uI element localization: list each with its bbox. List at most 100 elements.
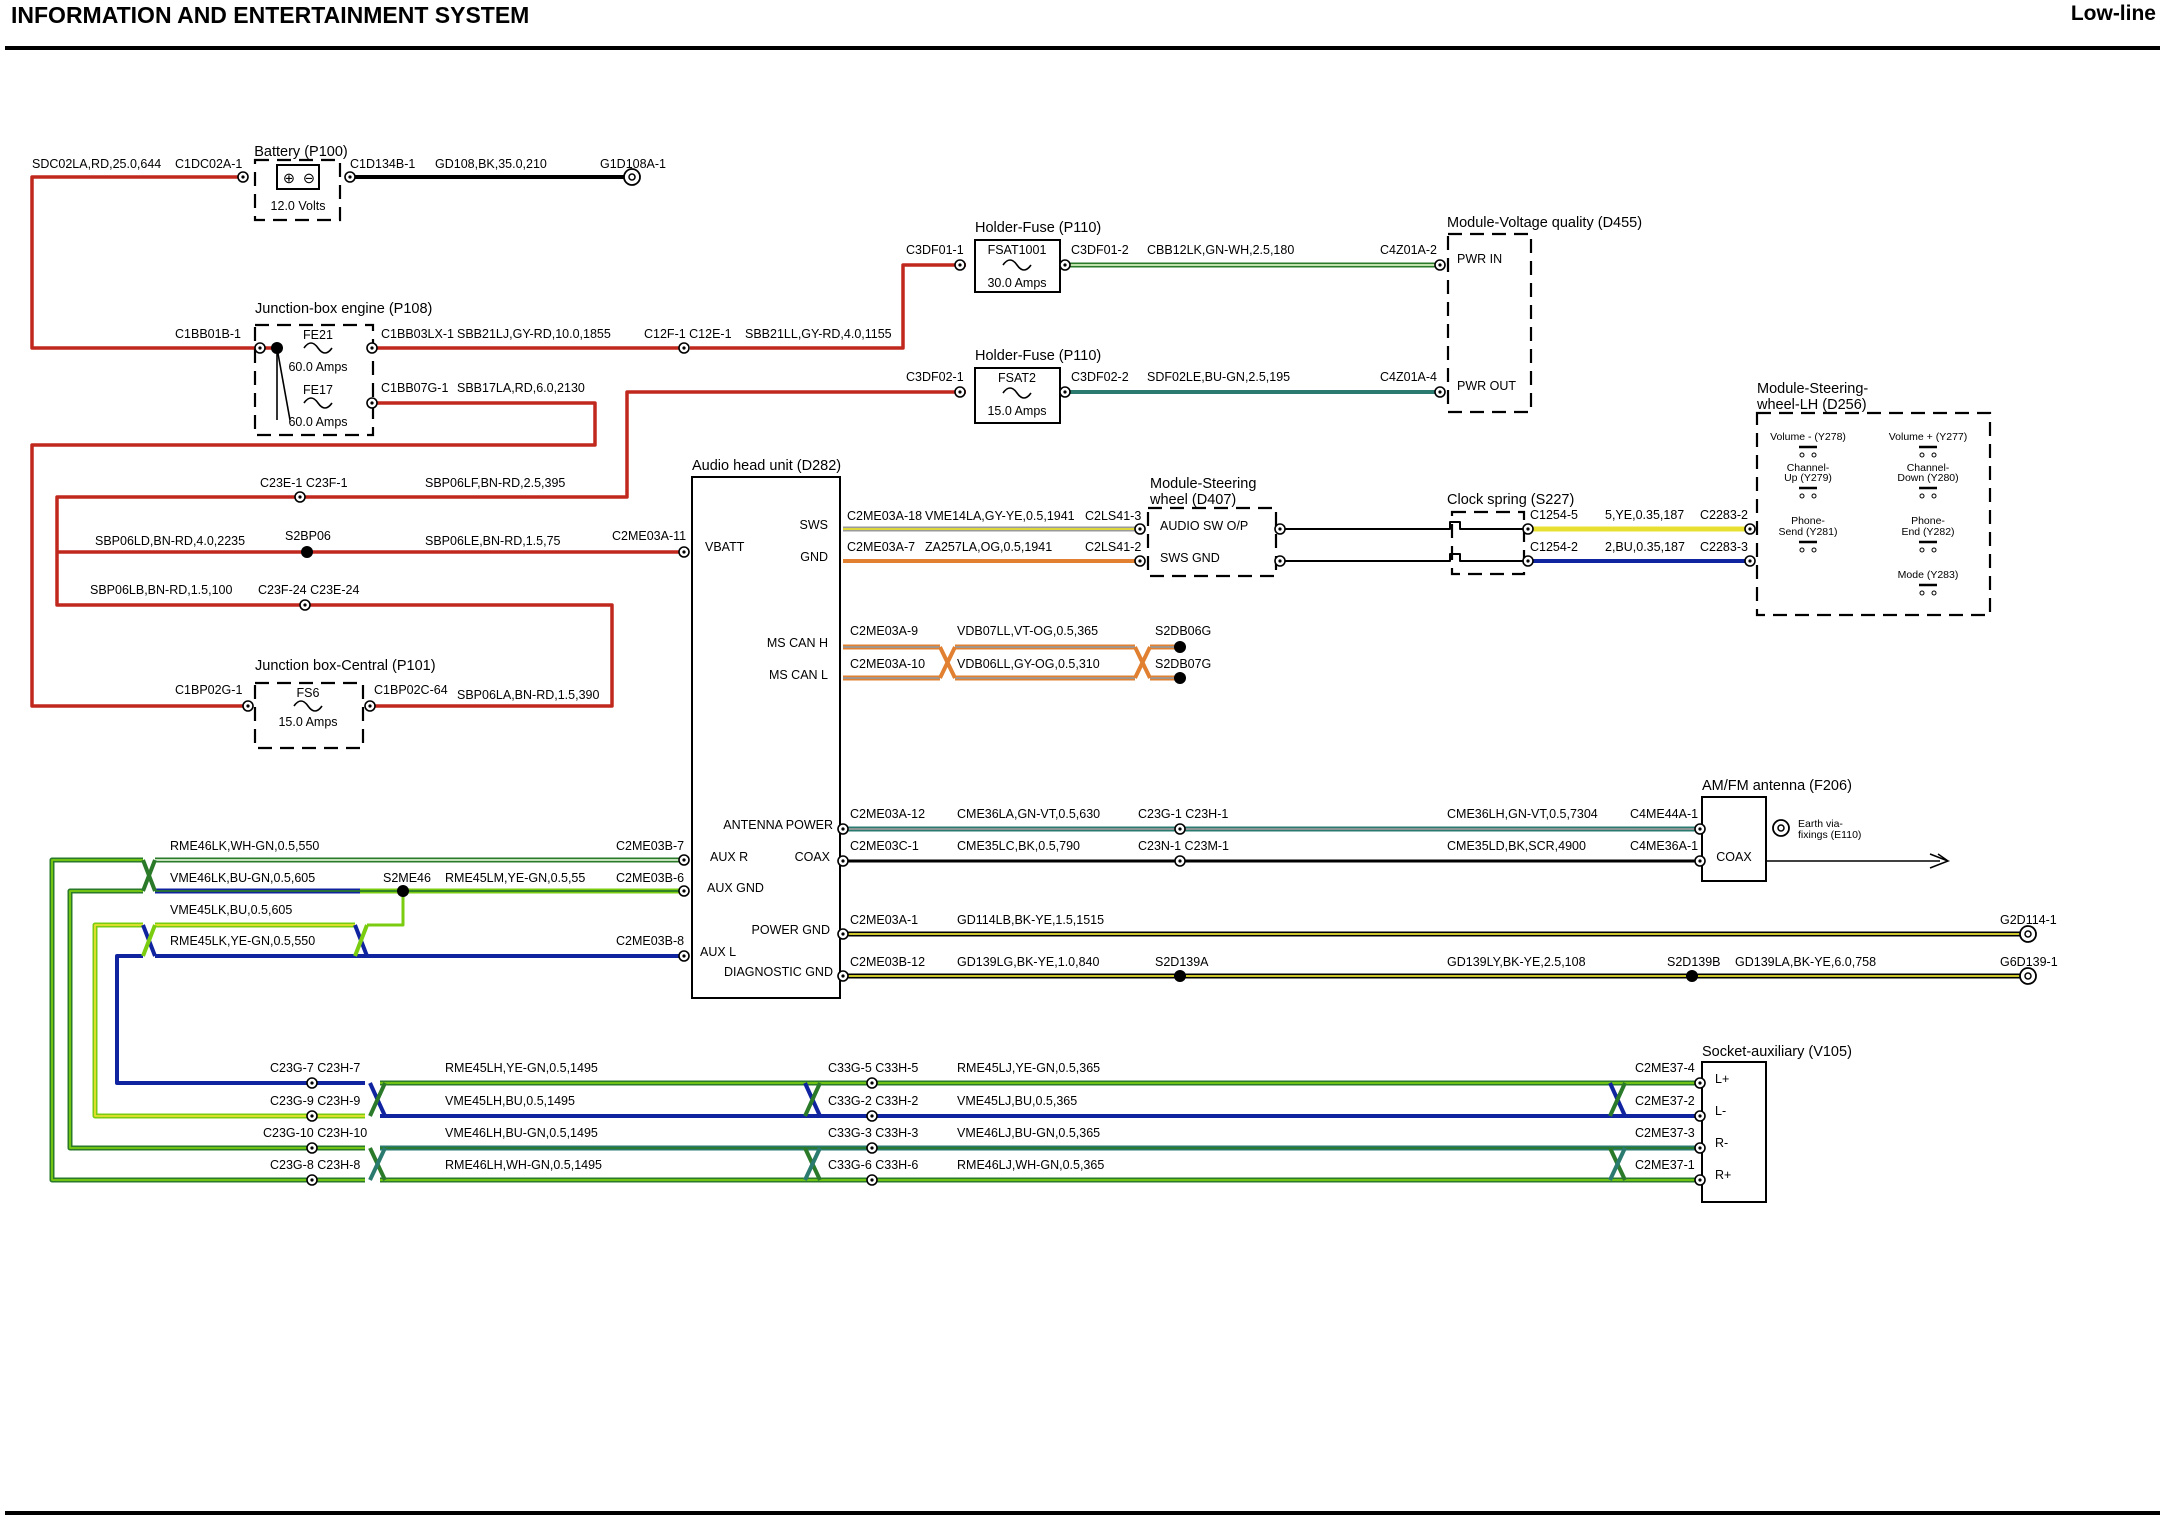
label-c33g5: C33G-5 C33H-5 bbox=[828, 1061, 918, 1075]
label-c12f: C12F-1 C12E-1 bbox=[644, 327, 732, 341]
antenna-title: AM/FM antenna (F206) bbox=[1702, 778, 1852, 794]
label-c2me372: C2ME37-2 bbox=[1635, 1094, 1695, 1108]
connector-pin-8-dot bbox=[1438, 263, 1442, 267]
switch-vol-down-contact-1 bbox=[1799, 452, 1805, 458]
lower-twist-a-1 bbox=[368, 1082, 387, 1117]
label-c2ls413: C2LS41-3 bbox=[1085, 509, 1141, 523]
connector-pin-43-dot bbox=[1698, 1114, 1702, 1118]
switch-end-contact-1 bbox=[1919, 547, 1925, 553]
label-rme45lm: RME45LM,YE-GN,0.5,55 bbox=[445, 871, 585, 885]
audio-head-unit-title: Audio head unit (D282) bbox=[692, 458, 841, 474]
steering-module-pin-1: AUDIO SW O/P bbox=[1160, 519, 1248, 533]
ahu-pin-ms-can-h: MS CAN H bbox=[767, 636, 828, 650]
label-c23e1: C23E-1 C23F-1 bbox=[260, 476, 348, 490]
switch-mode-contact-1 bbox=[1919, 590, 1925, 596]
label-s2d139a: S2D139A bbox=[1155, 955, 1209, 969]
holder-fuse-1-title: Holder-Fuse (P110) bbox=[975, 220, 1101, 236]
jbox-engine-title: Junction-box engine (P108) bbox=[255, 301, 432, 317]
label-c22833: C2283-3 bbox=[1700, 540, 1748, 554]
switch-mode-contact-2 bbox=[1931, 590, 1937, 596]
ahu-pin-ms-can-l: MS CAN L bbox=[769, 668, 828, 682]
connector-pin-33-dot bbox=[682, 954, 686, 958]
ground-g1d108a-inner bbox=[628, 173, 636, 181]
label-vme45lh: VME45LH,BU,0.5,1495 bbox=[445, 1094, 575, 1108]
splice-s2d139a bbox=[1174, 970, 1186, 982]
connector-pin-7-dot bbox=[1063, 263, 1067, 267]
label-c4z01a2: C4Z01A-2 bbox=[1380, 243, 1437, 257]
switch-send-label-1: Phone- bbox=[1791, 515, 1825, 527]
label-c23n1: C23N-1 C23M-1 bbox=[1138, 839, 1229, 853]
connector-pin-41-dot bbox=[870, 1178, 874, 1182]
ground-g2d114-inner bbox=[2024, 930, 2032, 938]
ahu-pin-sws: SWS bbox=[800, 518, 828, 532]
label-vdb07ll: VDB07LL,VT-OG,0.5,365 bbox=[957, 624, 1098, 638]
connector-pin-29-dot bbox=[841, 932, 845, 936]
connector-pin-12-dot bbox=[298, 495, 302, 499]
label-c1bp02g1: C1BP02G-1 bbox=[175, 683, 242, 697]
label-vme45lj: VME45LJ,BU,0.5,365 bbox=[957, 1094, 1077, 1108]
label-c33g2: C33G-2 C33H-2 bbox=[828, 1094, 918, 1108]
switch-ch-down-label-1: Channel- bbox=[1907, 462, 1950, 474]
label-c2me03a1: C2ME03A-1 bbox=[850, 913, 918, 927]
label-c12542: C1254-2 bbox=[1530, 540, 1578, 554]
splice-s2d139b bbox=[1686, 970, 1698, 982]
aux-l-twist bbox=[141, 924, 157, 957]
label-c4me44a1: C4ME44A-1 bbox=[1630, 807, 1698, 821]
fuse-fe21-rating: 60.0 Amps bbox=[288, 360, 347, 374]
label-c2me03a11: C2ME03A-11 bbox=[612, 529, 686, 543]
splice-s2db06g bbox=[1174, 641, 1186, 653]
label-g2d1141: G2D114-1 bbox=[2000, 913, 2057, 927]
fuse-fs6-name: FS6 bbox=[297, 686, 320, 700]
clock-spring-dashed-box bbox=[1450, 510, 1526, 576]
splice-s2db07g bbox=[1174, 672, 1186, 684]
label-c2me03b12: C2ME03B-12 bbox=[850, 955, 925, 969]
wire-rme46lk-ext-stripe bbox=[51, 859, 365, 1181]
connector-pin-5-dot bbox=[682, 346, 686, 350]
steering-lh-title-2: wheel-LH (D256) bbox=[1756, 397, 1867, 413]
fuse-fsat1001 bbox=[1002, 259, 1032, 271]
wire-vme45lk-ext bbox=[115, 954, 365, 1085]
label-c4me36a1: C4ME36A-1 bbox=[1630, 839, 1698, 853]
connector-pin-13-dot bbox=[303, 603, 307, 607]
wire-clock-spring-1 bbox=[1278, 521, 1750, 530]
jbox-engine-bus-2 bbox=[276, 347, 291, 421]
switch-vol-up-contact-1 bbox=[1919, 452, 1925, 458]
steering-module-title-1: Module-Steering bbox=[1150, 476, 1256, 492]
label-c23f24: C23F-24 C23E-24 bbox=[258, 583, 359, 597]
label-sbb21ll: SBB21LL,GY-RD,4.0,1155 bbox=[745, 327, 892, 341]
label-gd139la: GD139LA,BK-YE,6.0,758 bbox=[1735, 955, 1876, 969]
fuse-fe21 bbox=[303, 342, 333, 354]
label-c2me03a10: C2ME03A-10 bbox=[850, 657, 925, 671]
label-c2me374: C2ME37-4 bbox=[1635, 1061, 1695, 1075]
switch-ch-up-label-2: Up (Y279) bbox=[1784, 472, 1832, 484]
switch-end-contact-2 bbox=[1931, 547, 1937, 553]
socket-pin-lp: L+ bbox=[1715, 1072, 1729, 1086]
fuse-fe17-rating: 60.0 Amps bbox=[288, 415, 347, 429]
jbox-engine-dashed-box bbox=[253, 323, 375, 437]
steering-module-dashed-box bbox=[1146, 506, 1278, 578]
wire-vme46lk-ext-stripe bbox=[69, 890, 365, 1149]
label-s2me46: S2ME46 bbox=[383, 871, 431, 885]
twisted-pair-crossings bbox=[141, 646, 1627, 1181]
label-cbb12lk: CBB12LK,GN-WH,2.5,180 bbox=[1147, 243, 1294, 257]
label-c3df012: C3DF01-2 bbox=[1071, 243, 1129, 257]
label-c2me03b7: C2ME03B-7 bbox=[616, 839, 684, 853]
fsat1001-rating: 30.0 Amps bbox=[987, 276, 1046, 290]
label-c3df011: C3DF01-1 bbox=[906, 243, 964, 257]
label-s2db07g: S2DB07G bbox=[1155, 657, 1211, 671]
antenna-earth-1: Earth via- bbox=[1798, 818, 1843, 830]
connector-pin-34-dot bbox=[310, 1081, 314, 1085]
label-gd139lg: GD139LG,BK-YE,1.0,840 bbox=[957, 955, 1099, 969]
labels-layer: Battery (P100)12.0 Volts⊕⊖Junction-box e… bbox=[32, 144, 2058, 1182]
label-gd114lb: GD114LB,BK-YE,1.5,1515 bbox=[957, 913, 1104, 927]
label-vme45lk: VME45LK,BU,0.5,605 bbox=[170, 903, 292, 917]
switch-send-contact-2 bbox=[1811, 547, 1817, 553]
battery-symbol-box bbox=[276, 164, 320, 190]
label-c1d134b1: C1D134B-1 bbox=[350, 157, 415, 171]
connector-pin-30-dot bbox=[841, 974, 845, 978]
fuse-fe17 bbox=[303, 397, 333, 409]
wire-sbp06lf bbox=[300, 390, 966, 499]
label-sbp06la: SBP06LA,BN-RD,1.5,390 bbox=[457, 688, 599, 702]
label-c3df022: C3DF02-2 bbox=[1071, 370, 1129, 384]
